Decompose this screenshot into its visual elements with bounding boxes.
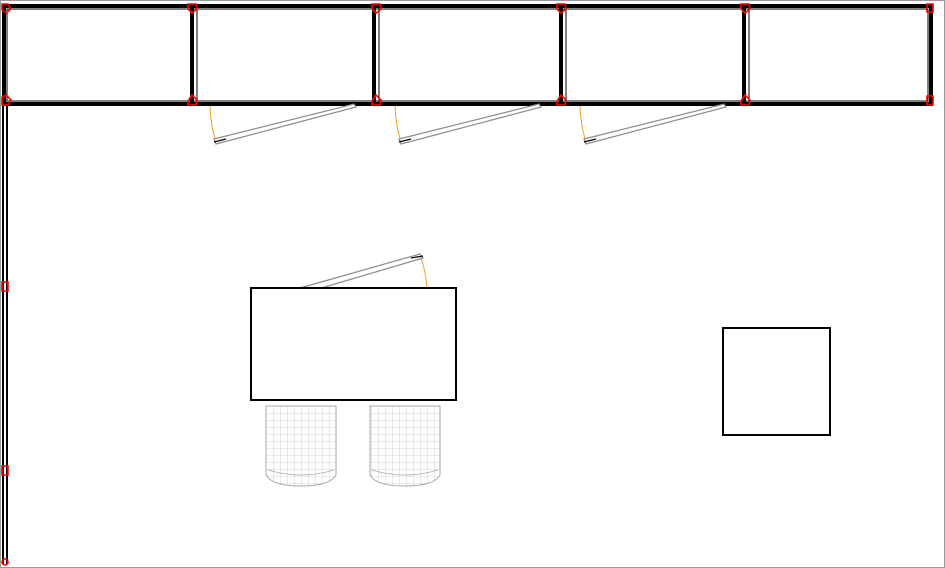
chair <box>265 405 337 487</box>
door-panel <box>583 103 727 145</box>
door <box>209 103 357 145</box>
connector-marker <box>740 3 751 15</box>
connector-marker <box>371 3 382 15</box>
connector-marker <box>187 93 198 106</box>
chair-seat <box>265 405 337 487</box>
connector-marker <box>1 465 9 476</box>
door-handle <box>410 255 424 259</box>
desk <box>250 287 457 401</box>
connector-marker <box>1 558 9 566</box>
door-panel <box>398 103 542 145</box>
connector-marker <box>740 93 751 106</box>
door <box>394 103 542 145</box>
connector-marker <box>1 94 13 106</box>
top-cabinet-row <box>2 4 933 106</box>
connector-marker <box>556 93 567 106</box>
cabinet-run-inner-line <box>6 8 929 102</box>
cabinet-dividers <box>190 6 750 104</box>
left-wall <box>2 104 8 564</box>
connector-marker <box>1 281 9 292</box>
door-handle <box>398 138 412 143</box>
chair-edge <box>371 469 439 476</box>
island-unit <box>250 253 457 401</box>
cabinet-run-outline <box>2 4 933 106</box>
wall-doors <box>209 103 727 145</box>
door <box>579 103 727 145</box>
chair-seat <box>369 405 441 487</box>
door-panel <box>213 103 357 145</box>
connector-marker <box>926 95 934 106</box>
chairs <box>265 405 441 487</box>
connector-marker <box>1 3 13 15</box>
connector-markers <box>1 3 934 566</box>
connector-marker <box>371 93 382 106</box>
chair-edge <box>267 469 335 476</box>
connector-marker <box>556 3 567 15</box>
door-handle <box>213 138 227 143</box>
connector-marker <box>926 3 934 13</box>
square-table <box>722 327 831 436</box>
door-swing-arc <box>420 257 428 289</box>
connector-marker <box>187 3 198 15</box>
chair <box>369 405 441 487</box>
door-handle <box>583 138 597 143</box>
